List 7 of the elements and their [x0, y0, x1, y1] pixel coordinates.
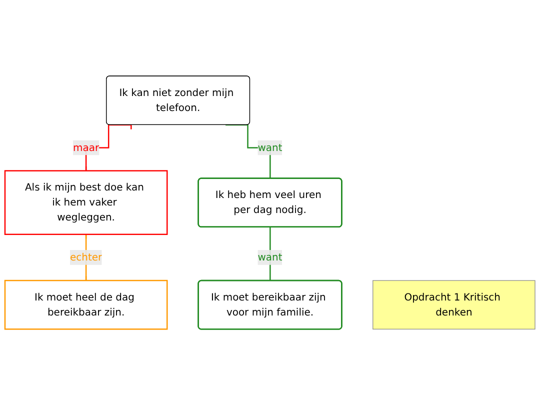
node-box: Als ik mijn best doe kan ik hem vaker wegleggen. [4, 170, 168, 235]
edge-label: want [258, 251, 282, 263]
node-box: Opdracht 1 Kritisch denken [372, 280, 536, 330]
edge-label: echter [70, 251, 102, 263]
edge-label: want [258, 141, 282, 154]
node-box: Ik moet heel de dag bereikbaar zijn. [4, 280, 168, 330]
edge-label: maar [73, 141, 100, 154]
